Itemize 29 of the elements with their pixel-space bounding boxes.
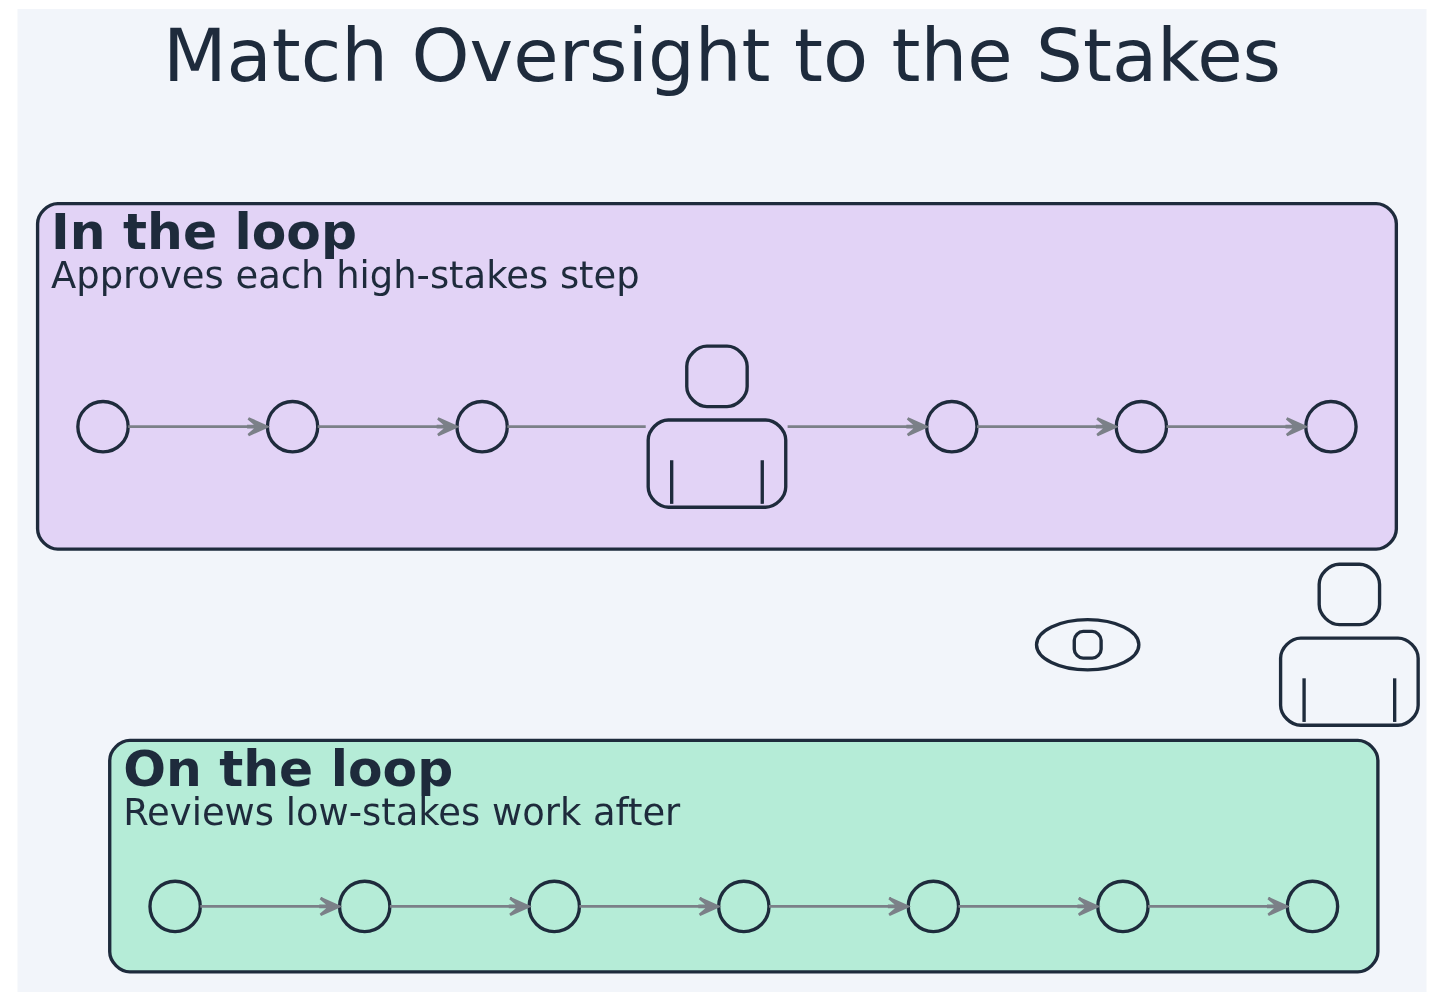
arrow <box>389 896 530 916</box>
arrow <box>1147 896 1288 916</box>
node-circle <box>906 879 960 933</box>
node-circle <box>1303 399 1358 454</box>
arrow <box>127 416 268 436</box>
cluster: On the loop Reviews low-stakes work after <box>107 738 1380 974</box>
connector <box>506 424 646 428</box>
diagram-title: Match Oversight to the Stakes <box>162 11 1281 98</box>
node-circle <box>454 399 509 454</box>
node-circle <box>75 399 130 454</box>
arrow <box>768 896 909 916</box>
node-circle <box>1114 399 1168 454</box>
arrow <box>1166 416 1307 436</box>
node-circle <box>716 879 771 933</box>
node-circle <box>1285 879 1339 933</box>
node-circle <box>526 879 581 933</box>
arrow <box>976 416 1117 436</box>
arrow <box>958 896 1099 916</box>
cluster: In the loop Approves each high-stakes step <box>35 201 1398 551</box>
arrow <box>787 416 927 436</box>
node-circle <box>265 399 319 454</box>
arrow <box>317 416 458 436</box>
arrow <box>199 896 340 916</box>
node-circle <box>1095 879 1150 933</box>
arrow <box>578 896 719 916</box>
node-eye <box>1034 617 1141 672</box>
node-circle <box>924 399 979 454</box>
node-circle <box>147 879 202 933</box>
node-circle <box>337 879 392 933</box>
